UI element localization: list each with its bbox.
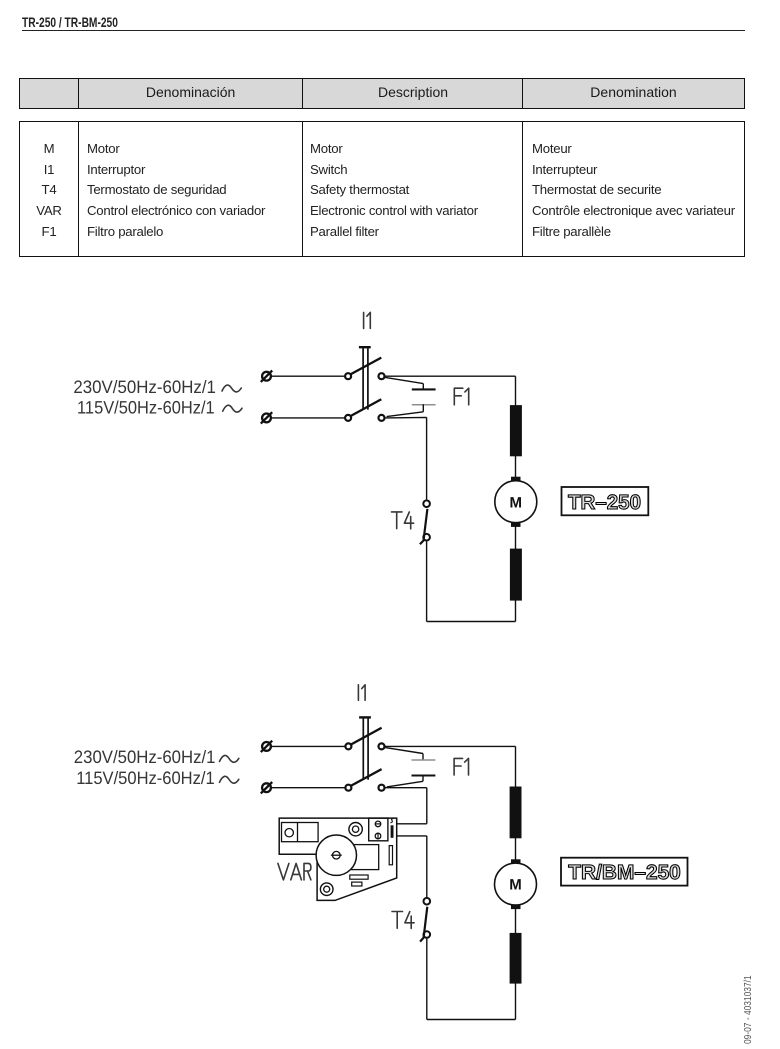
svg-text:230V/50Hz-60Hz/1: 230V/50Hz-60Hz/1 (73, 377, 216, 397)
svg-text:230V/50Hz-60Hz/1: 230V/50Hz-60Hz/1 (74, 747, 216, 767)
svg-text:TR/BM–250: TR/BM–250 (568, 861, 681, 884)
svg-text:115V/50Hz-60Hz/1: 115V/50Hz-60Hz/1 (77, 397, 215, 417)
svg-text:M: M (510, 494, 523, 511)
svg-text:115V/50Hz-60Hz/1: 115V/50Hz-60Hz/1 (76, 768, 215, 788)
svg-text:TR–250: TR–250 (568, 491, 641, 514)
svg-text:M: M (509, 877, 522, 894)
